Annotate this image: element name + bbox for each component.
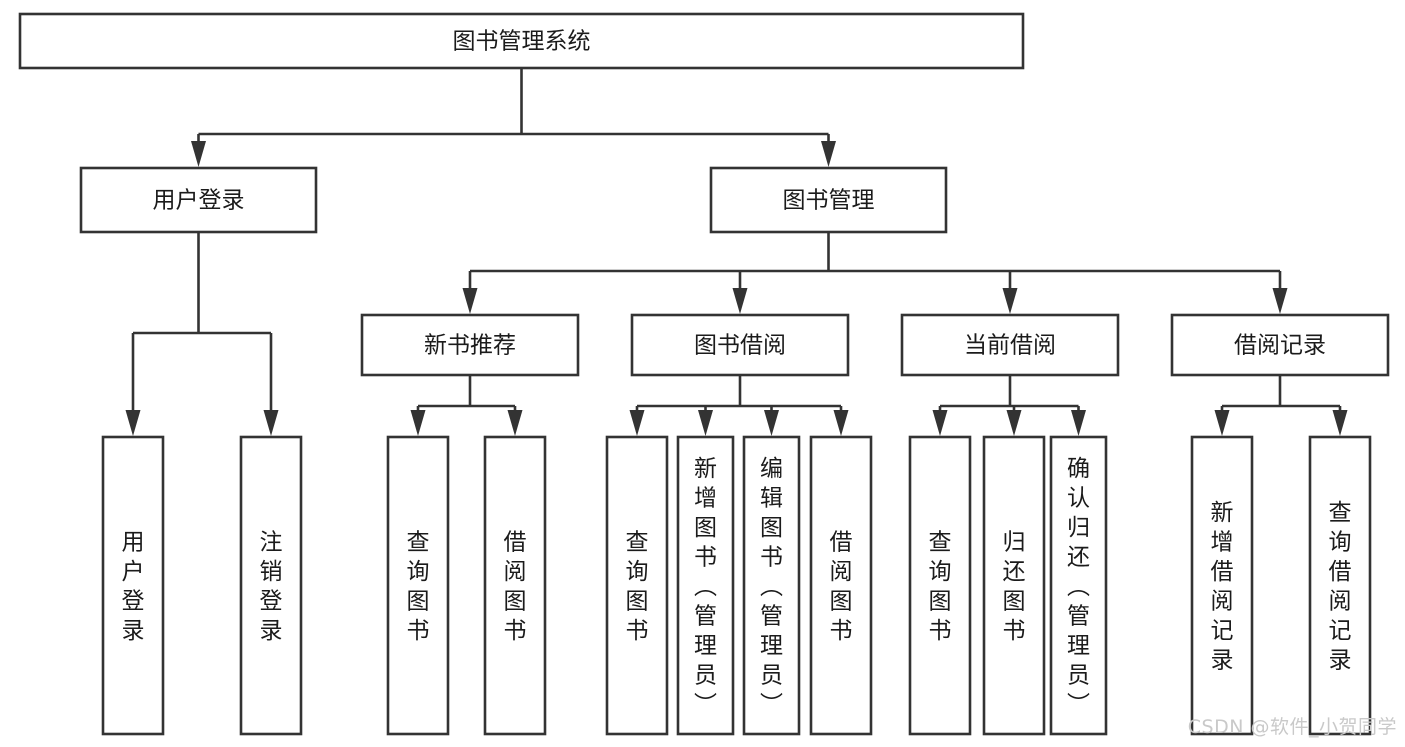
node-book-manage[interactable]: 图书管理 [709,166,948,234]
node-label-leaf-query-book-2: 查询图书 [626,530,649,645]
connector-group-borrow-record [1214,375,1348,436]
node-box-root[interactable] [18,12,1025,70]
node-box-book-borrow[interactable] [630,313,850,377]
node-label-leaf-add-book: 新增图书︵管理员︶ [694,456,717,718]
node-label-book-manage: 图书管理 [783,188,875,214]
node-label-leaf-query-book-3: 查询图书 [929,530,952,645]
node-box-user-login[interactable] [79,166,318,234]
node-box-leaf-user-login[interactable] [101,435,165,736]
node-leaf-return-book[interactable]: 归还图书 [982,435,1046,736]
node-box-leaf-add-record[interactable] [1190,435,1254,736]
node-box-leaf-query-book-2[interactable] [605,435,669,736]
node-root[interactable]: 图书管理系统 [18,12,1025,70]
node-leaf-query-book-1[interactable]: 查询图书 [386,435,450,736]
node-book-borrow[interactable]: 图书借阅 [630,313,850,377]
connector-group-book-manage [462,232,1288,314]
connector-layer [125,68,1348,436]
node-leaf-borrow-book-1[interactable]: 借阅图书 [483,435,547,736]
node-label-leaf-edit-book: 编辑图书︵管理员︶ [760,456,783,718]
node-label-leaf-query-record: 查询借阅记录 [1329,500,1352,674]
node-box-leaf-confirm-return[interactable] [1049,435,1108,736]
node-label-user-login: 用户登录 [153,188,245,214]
node-leaf-user-login[interactable]: 用户登录 [101,435,165,736]
node-label-leaf-query-book-1: 查询图书 [407,530,430,645]
node-box-leaf-return-book[interactable] [982,435,1046,736]
node-box-current-borrow[interactable] [900,313,1120,377]
node-new-book-recommend[interactable]: 新书推荐 [360,313,580,377]
node-label-leaf-return-book: 归还图书 [1003,530,1026,645]
connector-group-current-borrow [932,375,1086,436]
node-leaf-borrow-book-2[interactable]: 借阅图书 [809,435,873,736]
node-leaf-add-record[interactable]: 新增借阅记录 [1190,435,1254,736]
node-label-leaf-borrow-book-1: 借阅图书 [504,530,527,645]
node-label-borrow-record: 借阅记录 [1234,333,1326,359]
node-leaf-add-book[interactable]: 新增图书︵管理员︶ [676,435,735,736]
node-box-new-book-recommend[interactable] [360,313,580,377]
node-label-leaf-logout: 注销登录 [260,530,283,645]
node-leaf-confirm-return[interactable]: 确认归还︵管理员︶ [1049,435,1108,736]
node-box-leaf-query-record[interactable] [1308,435,1372,736]
node-leaf-query-book-3[interactable]: 查询图书 [908,435,972,736]
node-current-borrow[interactable]: 当前借阅 [900,313,1120,377]
connector-group-book-borrow [629,375,849,436]
node-box-leaf-query-book-3[interactable] [908,435,972,736]
node-leaf-query-record[interactable]: 查询借阅记录 [1308,435,1372,736]
node-label-book-borrow: 图书借阅 [694,333,786,359]
node-label-new-book-recommend: 新书推荐 [424,333,516,359]
node-label-leaf-add-record: 新增借阅记录 [1211,500,1234,674]
node-box-leaf-add-book[interactable] [676,435,735,736]
node-user-login[interactable]: 用户登录 [79,166,318,234]
node-box-leaf-logout[interactable] [239,435,303,736]
node-label-leaf-user-login: 用户登录 [122,530,145,645]
node-layer: 图书管理系统用户登录图书管理新书推荐图书借阅当前借阅借阅记录用户登录注销登录查询… [18,12,1390,736]
node-label-leaf-borrow-book-2: 借阅图书 [830,530,853,645]
node-leaf-logout[interactable]: 注销登录 [239,435,303,736]
node-label-root: 图书管理系统 [453,29,591,55]
node-box-leaf-borrow-book-1[interactable] [483,435,547,736]
node-box-borrow-record[interactable] [1170,313,1390,377]
node-box-leaf-borrow-book-2[interactable] [809,435,873,736]
node-box-book-manage[interactable] [709,166,948,234]
node-borrow-record[interactable]: 借阅记录 [1170,313,1390,377]
node-leaf-query-book-2[interactable]: 查询图书 [605,435,669,736]
node-label-current-borrow: 当前借阅 [964,333,1056,359]
node-leaf-edit-book[interactable]: 编辑图书︵管理员︶ [742,435,801,736]
node-label-leaf-confirm-return: 确认归还︵管理员︶ [1067,456,1090,718]
connector-group-root [191,68,836,167]
connector-group-user-login [125,232,279,436]
node-box-leaf-query-book-1[interactable] [386,435,450,736]
node-box-leaf-edit-book[interactable] [742,435,801,736]
connector-group-new-book-recommend [410,375,523,436]
